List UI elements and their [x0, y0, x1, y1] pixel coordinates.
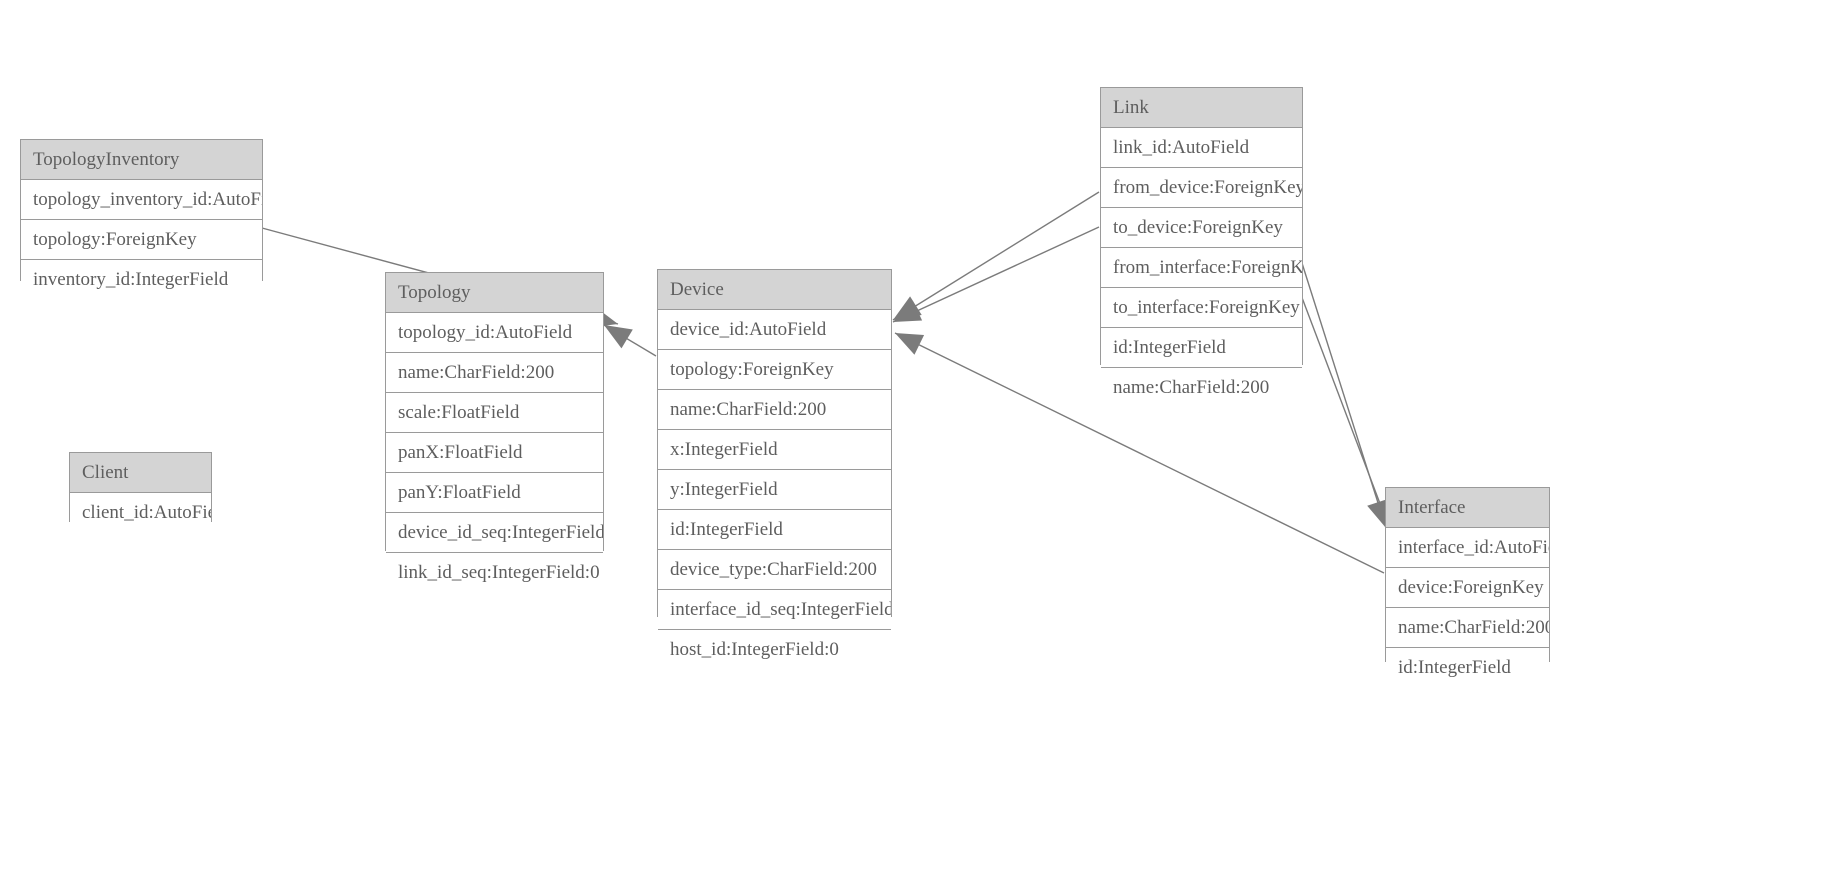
entity-field-row[interactable]: topology_id:AutoField	[386, 313, 603, 353]
entity-field-row[interactable]: link_id_seq:IntegerField:0	[386, 553, 603, 593]
entity-field-row[interactable]: interface_id:AutoField	[1386, 528, 1549, 568]
relation-link-to-device	[892, 226, 1100, 323]
relation-line	[892, 226, 1100, 323]
entity-field-row[interactable]: client_id:AutoField	[70, 493, 211, 533]
entity-field-row[interactable]: interface_id_seq:IntegerField:0	[658, 590, 891, 630]
entity-field-row[interactable]: device_id_seq:IntegerField:0	[386, 513, 603, 553]
relation-device-topology	[603, 324, 657, 357]
entity-field-row[interactable]: link_id:AutoField	[1101, 128, 1302, 168]
relation-arrowhead	[895, 333, 925, 355]
relation-line	[892, 191, 1100, 321]
entity-field-row[interactable]: from_interface:ForeignKey	[1101, 248, 1302, 288]
entity-field-row[interactable]: scale:FloatField	[386, 393, 603, 433]
relation-arrowhead	[893, 296, 922, 320]
entity-field-row[interactable]: topology:ForeignKey	[21, 220, 262, 260]
relation-link-from-device	[892, 191, 1100, 321]
entity-field-row[interactable]: topology_inventory_id:AutoField	[21, 180, 262, 220]
entity-title-interface: Interface	[1386, 488, 1549, 528]
entity-field-row[interactable]: id:IntegerField	[658, 510, 891, 550]
entity-title-link: Link	[1101, 88, 1302, 128]
entity-title-topology: Topology	[386, 273, 603, 313]
relation-line	[1300, 294, 1391, 531]
entity-field-row[interactable]: panY:FloatField	[386, 473, 603, 513]
entity-field-row[interactable]: device:ForeignKey	[1386, 568, 1549, 608]
entity-field-row[interactable]: device_id:AutoField	[658, 310, 891, 350]
entity-field-row[interactable]: name:CharField:200	[658, 390, 891, 430]
entity-field-row[interactable]: name:CharField:200	[1101, 368, 1302, 408]
entity-field-row[interactable]: name:CharField:200	[386, 353, 603, 393]
entity-title-client: Client	[70, 453, 211, 493]
entity-box-interface[interactable]: Interfaceinterface_id:AutoFielddevice:Fo…	[1385, 487, 1550, 688]
relation-arrowhead	[893, 300, 923, 322]
entity-field-row[interactable]: id:IntegerField	[1386, 648, 1549, 688]
entity-title-device: Device	[658, 270, 891, 310]
entity-title-topology-inventory: TopologyInventory	[21, 140, 262, 180]
entity-field-row[interactable]: device_type:CharField:200	[658, 550, 891, 590]
relation-line	[1300, 259, 1387, 529]
entity-field-row[interactable]: y:IntegerField	[658, 470, 891, 510]
relation-link-from-interface	[1300, 259, 1389, 529]
entity-field-row[interactable]: id:IntegerField	[1101, 328, 1302, 368]
entity-field-row[interactable]: inventory_id:IntegerField	[21, 260, 262, 300]
relation-line	[603, 324, 657, 357]
entity-field-row[interactable]: topology:ForeignKey	[658, 350, 891, 390]
entity-field-row[interactable]: panX:FloatField	[386, 433, 603, 473]
entity-field-row[interactable]: x:IntegerField	[658, 430, 891, 470]
entity-field-row[interactable]: host_id:IntegerField:0	[658, 630, 891, 670]
entity-field-row[interactable]: to_interface:ForeignKey	[1101, 288, 1302, 328]
entity-field-row[interactable]: from_device:ForeignKey	[1101, 168, 1302, 208]
entity-field-row[interactable]: to_device:ForeignKey	[1101, 208, 1302, 248]
entity-field-row[interactable]: name:CharField:200	[1386, 608, 1549, 648]
